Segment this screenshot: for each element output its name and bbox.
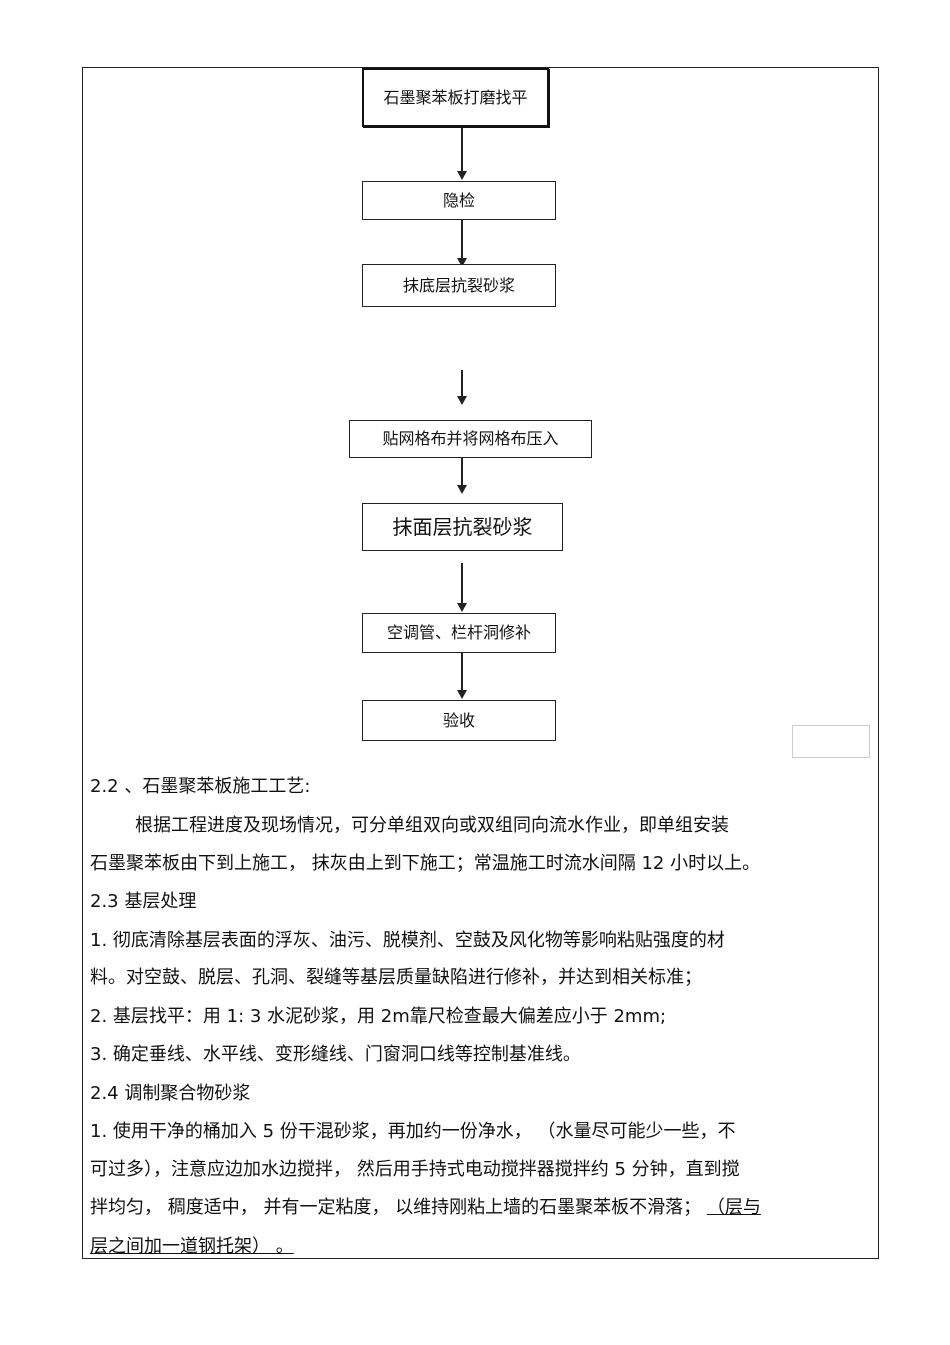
document-frame [82, 67, 879, 1259]
section-2-2-title: 2.2 、石墨聚苯板施工工艺: [90, 776, 311, 797]
section-2-4-title: 2.4 调制聚合物砂浆 [90, 1083, 251, 1104]
paragraph-line: 石墨聚苯板由下到上施工， 抹灰由上到下施工；常温施工时流水间隔 12 小时以上。 [90, 853, 761, 874]
flow-step-label: 贴网格布并将网格布压入 [382, 429, 559, 448]
flow-step-acceptance: 验收 [362, 700, 556, 741]
flow-arrow [457, 563, 467, 612]
underlined-note-line: 层之间加一道钢托架） 。 [90, 1236, 294, 1257]
paragraph-line: 可过多），注意应边加水边搅拌， 然后用手持式电动搅拌器搅拌约 5 分钟，直到搅 [90, 1159, 740, 1180]
flow-arrow [457, 653, 467, 699]
flow-step-label: 抹底层抗裂砂浆 [402, 275, 515, 295]
paragraph-line: 料。对空鼓、脱层、孔洞、裂缝等基层质量缺陷进行修补，并达到相关标准； [90, 967, 702, 988]
blank-stamp-box [792, 725, 870, 758]
paragraph-line: 拌均匀， 稠度适中， 并有一定粘度， 以维持刚粘上墙的石墨聚苯板不滑落； （层与 [90, 1196, 761, 1220]
paragraph-line: 3. 确定垂线、水平线、变形缝线、门窗洞口线等控制基准线。 [90, 1044, 581, 1065]
flow-step-mesh: 贴网格布并将网格布压入 [349, 420, 592, 458]
section-2-3-title: 2.3 基层处理 [90, 891, 197, 912]
paragraph-line: 2. 基层找平：用 1: 3 水泥砂浆，用 2m靠尺检查最大偏差应小于 2mm; [90, 1006, 667, 1027]
flow-step-label: 验收 [442, 710, 475, 730]
flow-arrow [457, 220, 467, 267]
flow-step-label: 石墨聚苯板打磨找平 [383, 87, 528, 107]
flow-arrow [457, 370, 467, 405]
underlined-note: （层与 [706, 1197, 761, 1218]
paragraph-text: 拌均匀， 稠度适中， 并有一定粘度， 以维持刚粘上墙的石墨聚苯板不滑落； [90, 1197, 707, 1218]
flow-step-hole-repair: 空调管、栏杆洞修补 [362, 613, 556, 653]
flow-step-grind-level: 石墨聚苯板打磨找平 [362, 68, 549, 127]
paragraph-line: 1. 彻底清除基层表面的浮灰、油污、脱模剂、空鼓及风化物等影响粘贴强度的材 [90, 930, 725, 951]
flow-arrow [457, 458, 467, 494]
flow-step-label: 隐检 [442, 190, 475, 210]
flow-step-label: 抹面层抗裂砂浆 [392, 515, 533, 539]
flow-arrow [457, 128, 467, 180]
paragraph-line: 1. 使用干净的桶加入 5 份干混砂浆，再加约一份净水， （水量尽可能少一些，不 [90, 1121, 736, 1142]
flow-step-surface-mortar: 抹面层抗裂砂浆 [362, 503, 563, 551]
flow-step-label: 空调管、栏杆洞修补 [386, 623, 531, 642]
paragraph-line: 根据工程进度及现场情况，可分单组双向或双组同向流水作业，即单组安装 [135, 815, 729, 836]
flow-step-base-mortar: 抹底层抗裂砂浆 [362, 264, 556, 307]
flow-step-inspection: 隐检 [362, 181, 556, 220]
